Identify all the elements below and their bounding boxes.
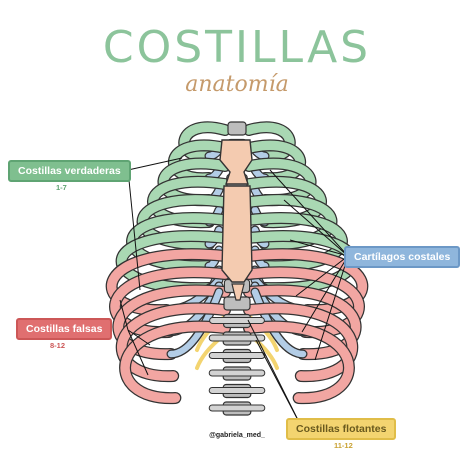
transverse-process [208,404,266,412]
pointer-lines [119,157,349,425]
page-title: COSTILLAS [102,22,372,73]
vertebra [227,121,247,136]
pointer-line [289,239,349,257]
transverse-process [208,369,266,377]
rib [244,285,361,359]
transverse-process [208,334,266,342]
label-costillas-verdaderas: Costillas verdaderas [8,160,131,182]
pointer-line [119,299,129,331]
range-falsas: 8-12 [50,341,66,350]
range-verdaderas: 1-7 [56,183,67,192]
rib [244,195,337,249]
rib [137,195,230,249]
range-flotantes: 11-12 [334,441,353,450]
rib [244,267,364,337]
rib [110,267,230,337]
rib [244,213,347,271]
pointer-line [127,157,183,171]
pointer-line [127,169,141,291]
transverse-process [208,387,266,394]
pointer-line [301,255,349,333]
pointer-line [127,329,149,376]
rib [244,122,295,161]
rib [117,231,230,293]
sternum [219,139,253,301]
right-ribs [243,121,369,405]
manubrium [219,139,253,185]
xiphoid-process [231,283,245,301]
transverse-process [208,352,266,359]
rib [179,122,230,161]
pointer-line [295,255,349,297]
rib [113,285,230,359]
pointer-line [247,319,301,425]
label-cartilagos-costales: Cartílagos costales [344,246,461,268]
rib [244,303,357,381]
rib [120,321,230,403]
pointer-line [127,329,151,346]
pointer-line [314,255,349,361]
page-subtitle: anatomía [185,72,289,97]
pointer-line [283,199,349,257]
rib [127,213,230,271]
pointer-line [269,169,349,257]
label-costillas-flotantes: Costillas flotantes [286,418,397,440]
rib [244,321,354,403]
sternum-body [221,185,253,283]
author-credit: @gabriela_med_ [209,432,265,439]
label-costillas-falsas: Costillas falsas [16,318,113,340]
transverse-process [209,317,265,324]
